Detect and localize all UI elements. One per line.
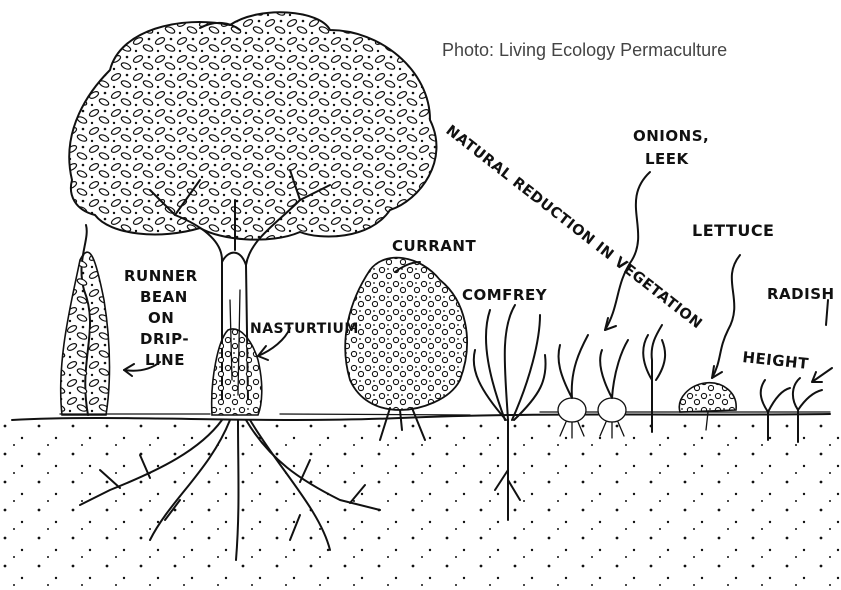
- nasturtium-plant: [212, 329, 262, 415]
- runner-bean-plant: [61, 225, 110, 415]
- label-runner-bean: RUNNER BEAN ON DRIP- LINE: [124, 267, 198, 369]
- label-height: HEIGHT: [742, 348, 810, 373]
- label-currant: CURRANT: [392, 237, 476, 255]
- runner-bean-line-2: BEAN: [140, 288, 188, 306]
- runner-bean-line-3: ON: [148, 309, 174, 327]
- runner-bean-line-1: RUNNER: [124, 267, 198, 285]
- runner-bean-line-4: DRIP-: [140, 330, 189, 348]
- currant-bush: [345, 258, 467, 440]
- photo-credit: Photo: Living Ecology Permaculture: [442, 40, 727, 61]
- label-onions-leek: ONIONS, LEEK: [633, 127, 709, 168]
- onions-line-2: LEEK: [645, 150, 690, 168]
- label-radish: RADISH: [767, 285, 835, 303]
- label-comfrey: COMFREY: [462, 286, 548, 304]
- runner-bean-line-5: LINE: [145, 351, 185, 369]
- label-lettuce: LETTUCE: [692, 221, 774, 240]
- soil: [0, 412, 841, 590]
- tree-canopy: [69, 12, 436, 239]
- onions-line-1: ONIONS,: [633, 127, 709, 145]
- label-nasturtium: NASTURTIUM: [250, 321, 359, 337]
